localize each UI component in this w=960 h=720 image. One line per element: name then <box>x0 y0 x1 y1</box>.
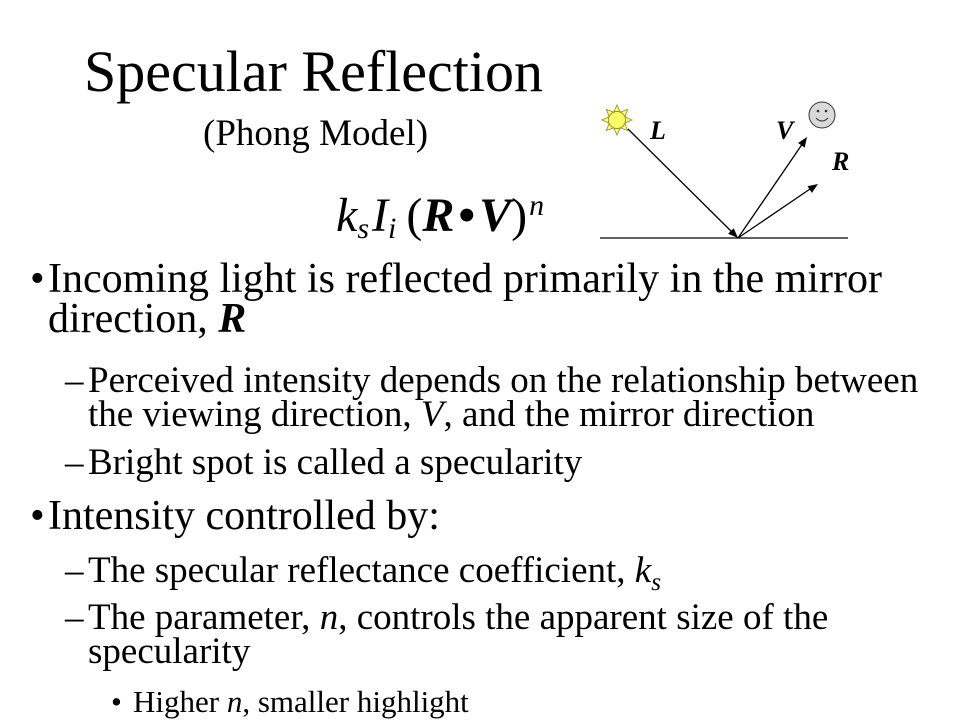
sub-bullet-marker: – <box>65 550 84 591</box>
reflection-vector <box>737 186 814 239</box>
bullet-emphasis-n: n <box>319 597 339 638</box>
sub-bullet-marker: – <box>65 442 84 483</box>
bullet-item: •Incoming light is reflected primarily i… <box>30 256 928 342</box>
incident-arrowhead <box>728 228 738 238</box>
bullet-item: •Intensity controlled by: <box>30 493 928 539</box>
bullet-text: , and the mirror direction <box>443 394 815 435</box>
face-left-eye <box>816 109 820 113</box>
formula-k-subscript: s <box>357 212 369 245</box>
bullet-text: Intensity controlled by: <box>48 493 440 539</box>
bullet-emphasis-k: k <box>634 550 652 591</box>
bullet-marker: • <box>30 493 45 539</box>
formula-k: k <box>336 189 358 242</box>
view-vector <box>737 142 804 239</box>
sub-sub-bullet-marker: • <box>111 684 122 719</box>
sub-bullet-item: –Perceived intensity depends on the rela… <box>65 362 948 435</box>
phong-specular-formula: ksIi (R•V)n <box>336 189 545 244</box>
label-L: L <box>649 116 666 145</box>
bullet-text: Bright spot is called a specularity <box>88 442 583 483</box>
incident-light-ray <box>627 128 735 235</box>
bullet-text: The parameter, <box>88 597 320 638</box>
sub-bullet-item: –Bright spot is called a specularity <box>65 444 948 481</box>
bullet-text: The specular reflectance coefficient, <box>88 550 635 591</box>
formula-open-paren: ( <box>406 189 423 242</box>
slide-title: Specular Reflection <box>84 39 543 104</box>
label-V: V <box>776 116 796 145</box>
smiley-face-icon <box>808 101 836 129</box>
slide-subtitle: (Phong Model) <box>203 113 429 154</box>
sun-disc <box>608 111 626 129</box>
face-right-eye <box>824 109 828 113</box>
face-circle <box>808 101 836 129</box>
formula-I-subscript: i <box>387 212 397 245</box>
formula-I: I <box>372 189 388 242</box>
bullet-text: Higher <box>133 684 227 719</box>
bullet-emphasis-R: R <box>218 296 247 342</box>
face-smile <box>815 117 829 122</box>
bullet-emphasis-V: V <box>420 394 444 435</box>
sub-sub-bullet-item: • Higher n, smaller highlight <box>111 684 933 719</box>
bullet-text: Perceived intensity depends on the relat… <box>88 360 919 435</box>
bullet-text: , controls the apparent size of the spec… <box>88 597 829 672</box>
sun-icon <box>601 104 633 136</box>
reflection-diagram: L V R <box>600 101 849 239</box>
formula-R: R <box>422 189 455 242</box>
sub-bullet-marker: – <box>65 597 84 638</box>
bullet-text: , smaller highlight <box>242 684 469 719</box>
bullet-marker: • <box>30 256 45 302</box>
formula-exponent: n <box>529 189 545 222</box>
label-R: R <box>831 147 849 176</box>
formula-V: V <box>479 189 512 242</box>
formula-dot-operator: • <box>458 189 476 242</box>
bullet-subscript-s: s <box>651 569 662 596</box>
reflection-vector-arrowhead <box>807 184 818 193</box>
sub-bullet-marker: – <box>65 360 84 401</box>
bullet-text: Incoming light is reflected primarily in… <box>48 256 882 342</box>
formula-close-paren: ) <box>511 189 528 242</box>
sub-bullet-item: –The specular reflectance coefficient, k… <box>65 552 948 595</box>
view-vector-arrowhead <box>798 137 807 148</box>
bullet-emphasis-n: n <box>226 684 243 719</box>
sub-bullet-item: –The parameter, n, controls the apparent… <box>65 599 948 670</box>
